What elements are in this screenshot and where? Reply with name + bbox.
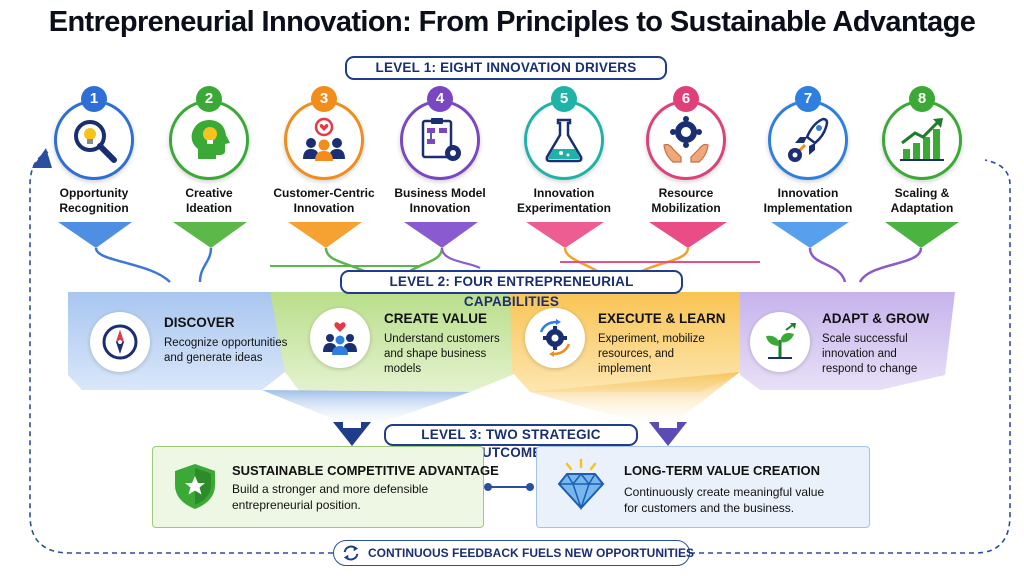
- feedback-loop-line: [690, 159, 1011, 554]
- driver-4-number: 4: [427, 86, 453, 112]
- compass-icon: [102, 324, 138, 360]
- capability-execute-icon-circle: [525, 308, 585, 368]
- driver-3-number: 3: [311, 86, 337, 112]
- capability-execute-title: EXECUTE & LEARN: [598, 311, 726, 326]
- shield-star-icon: [175, 464, 215, 509]
- business-model-gear-icon: [421, 118, 461, 161]
- driver-8-label: Scaling & Adaptation: [890, 186, 954, 215]
- capability-discover-title: DISCOVER: [164, 315, 235, 330]
- cycle-arrows-icon: [343, 545, 359, 561]
- level1-label: LEVEL 1: EIGHT INNOVATION DRIVERS: [345, 56, 667, 80]
- driver-1-number: 1: [81, 86, 107, 112]
- capability-adapt-title: ADAPT & GROW: [822, 311, 930, 326]
- driver-5-label: Innovation Experimentation: [516, 186, 612, 215]
- outcome-1-desc: Build a stronger and more defensible ent…: [232, 482, 429, 512]
- feedback-arrowhead: [32, 148, 52, 168]
- funnel-4: [404, 222, 478, 248]
- funnel-8: [885, 222, 959, 248]
- fade-funnel-right: [530, 372, 740, 430]
- capability-discover-icon-circle: [90, 312, 150, 372]
- hands-gear-icon: [663, 116, 709, 163]
- down-arrow-left: [333, 422, 371, 446]
- driver-5-number: 5: [551, 86, 577, 112]
- capability-adapt-desc: Scale successful innovation and respond …: [822, 333, 918, 375]
- driver-2-label: Creative Ideation: [185, 186, 233, 215]
- driver-3-label: Customer-Centric Innovation: [273, 186, 375, 215]
- feedback-pill: CONTINUOUS FEEDBACK FUELS NEW OPPORTUNIT…: [333, 540, 694, 566]
- driver-7-number: 7: [795, 86, 821, 112]
- capability-execute-desc: Experiment, mobilize resources, and impl…: [598, 333, 705, 375]
- outcome-2-title: LONG-TERM VALUE CREATION: [624, 463, 820, 478]
- feedback-label: CONTINUOUS FEEDBACK FUELS NEW OPPORTUNIT…: [368, 546, 695, 560]
- head-lightbulb-icon: [191, 120, 230, 159]
- level3-label: LEVEL 3: TWO STRATEGIC OUTCOMES: [384, 424, 638, 460]
- driver-6-label: Resource Mobilization: [651, 186, 721, 215]
- driver-6-circle: [646, 100, 726, 180]
- driver-6-number: 6: [673, 86, 699, 112]
- driver-1-circle: [54, 100, 134, 180]
- diamond-icon: [557, 458, 605, 511]
- capability-create-icon-circle: [310, 308, 370, 368]
- down-arrow-right: [649, 422, 687, 446]
- funnel-5: [526, 222, 604, 248]
- plant-growth-icon: [766, 323, 796, 359]
- funnel-6: [649, 222, 727, 248]
- driver-7-label: Innovation Implementation: [763, 186, 853, 215]
- funnel-2: [173, 222, 247, 248]
- driver-4-circle: [400, 100, 480, 180]
- fade-funnel-left: [262, 390, 470, 430]
- driver-1-label: Opportunity Recognition: [59, 186, 129, 215]
- driver-3-circle: [284, 100, 364, 180]
- capability-create-desc: Understand customers and shape business …: [384, 333, 500, 375]
- funnel-7: [771, 222, 849, 248]
- capability-discover-desc: Recognize opportunities and generate ide…: [164, 337, 288, 364]
- capability-adapt-icon-circle: [750, 312, 810, 372]
- driver-8-number: 8: [909, 86, 935, 112]
- driver-7-circle: [768, 100, 848, 180]
- level2-label: LEVEL 2: FOUR ENTREPRENEURIAL CAPABILITI…: [340, 270, 683, 309]
- capability-create-title: CREATE VALUE: [384, 311, 488, 326]
- flask-icon: [545, 118, 583, 163]
- funnel-3: [288, 222, 362, 248]
- driver-4-label: Business Model Innovation: [394, 186, 486, 215]
- gear-cycle-icon: [539, 319, 571, 357]
- feedback-loop-line: [29, 151, 333, 554]
- driver-8-circle: [882, 100, 962, 180]
- driver-2-circle: [169, 100, 249, 180]
- funnel-1: [58, 222, 132, 248]
- customers-heart-icon: [303, 117, 345, 161]
- outcome-1-title: SUSTAINABLE COMPETITIVE ADVANTAGE: [232, 463, 499, 478]
- rocket-gear-icon: [788, 117, 829, 162]
- outcome-2-desc: Continuously create meaningful value for…: [624, 485, 825, 515]
- page-title: Entrepreneurial Innovation: From Princip…: [48, 6, 976, 38]
- magnifier-lightbulb-icon: [74, 120, 117, 163]
- driver-2-number: 2: [196, 86, 222, 112]
- team-heart-icon: [323, 322, 357, 355]
- driver-5-circle: [524, 100, 604, 180]
- growth-chart-icon: [900, 118, 944, 161]
